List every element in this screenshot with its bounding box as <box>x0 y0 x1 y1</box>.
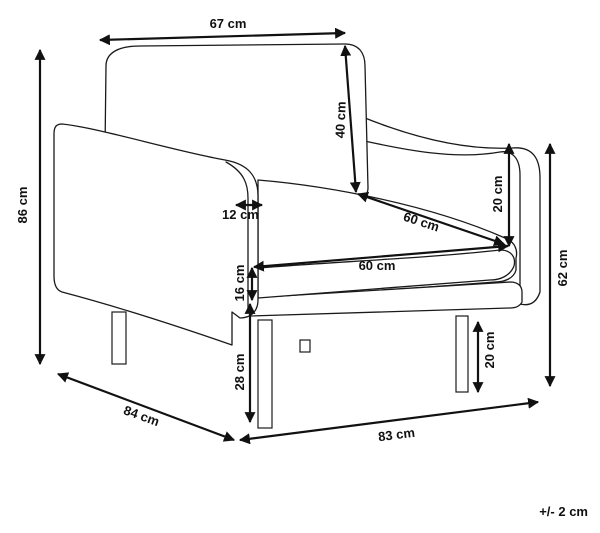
label-armrest-width: 12 cm <box>222 207 259 222</box>
label-seat-width: 60 cm <box>359 258 396 273</box>
label-backrest-height: 40 cm <box>332 101 348 138</box>
label-cushion-thickness: 16 cm <box>232 265 247 302</box>
armchair <box>53 43 541 429</box>
label-seat-height: 28 cm <box>232 354 247 391</box>
label-total-width: 83 cm <box>377 425 415 444</box>
dim-backrest-height <box>340 44 361 194</box>
dim-seat-top-width <box>98 27 347 46</box>
left-armrest <box>53 123 259 346</box>
tolerance-note: +/- 2 cm <box>539 504 588 519</box>
label-leg-height: 20 cm <box>482 332 497 369</box>
front-right-leg <box>257 319 273 429</box>
dim-total-width <box>238 397 540 445</box>
right-leg <box>455 315 469 393</box>
label-seat-top-width: 67 cm <box>210 16 247 31</box>
dim-seat-width <box>252 241 510 272</box>
label-total-height: 86 cm <box>15 187 30 224</box>
right-armrest <box>359 117 541 306</box>
front-left-leg <box>111 311 127 365</box>
label-height-to-armrest: 62 cm <box>555 250 570 287</box>
dim-seat-depth <box>356 192 506 246</box>
dimension-lines <box>34 27 556 445</box>
back-leg <box>299 339 311 353</box>
label-armrest-height: 20 cm <box>490 176 505 213</box>
dim-total-depth <box>56 372 236 442</box>
front-rail <box>249 281 523 317</box>
